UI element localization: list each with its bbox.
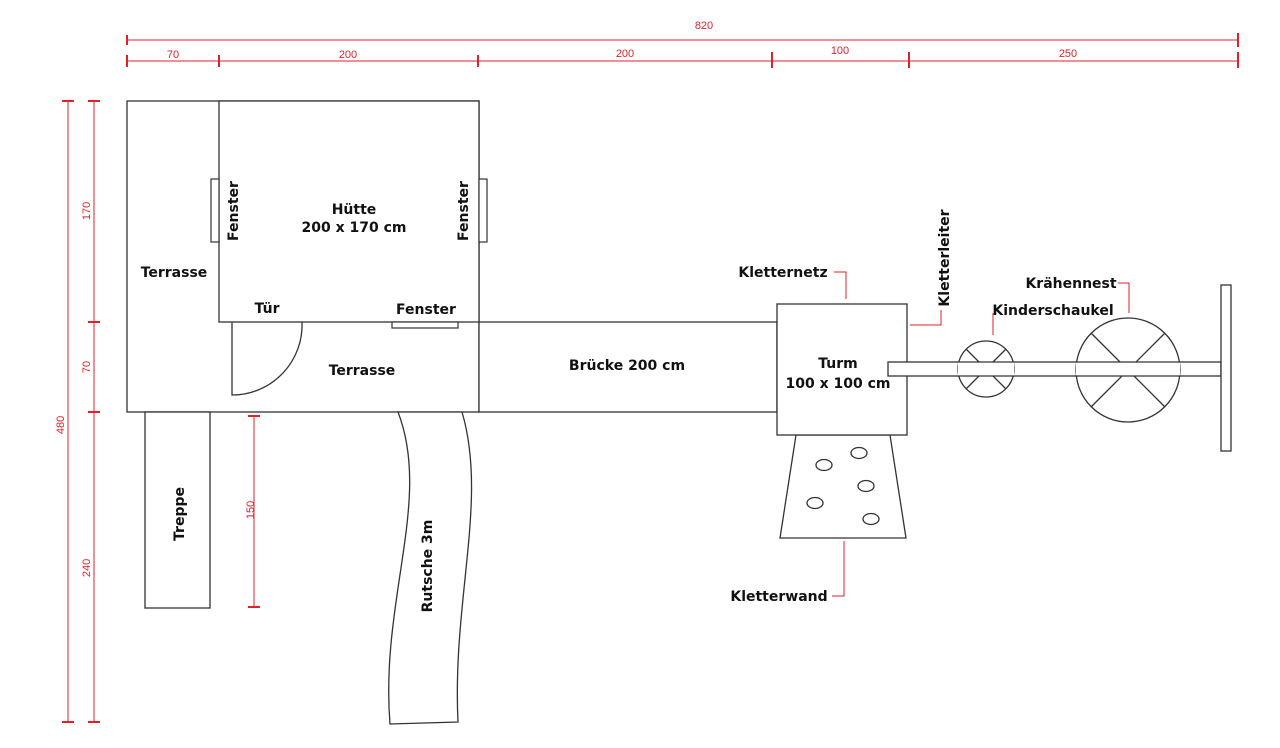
leader-climbing-net [834,271,847,299]
climbing-hold [862,512,880,526]
dim-height-2: 70 [81,361,93,373]
slide-label: Rutsche 3m [420,520,436,613]
bridge-label: Brücke 200 cm [569,358,685,374]
climbing-hold [857,479,875,493]
leader-climbing-wall [832,541,845,597]
child-swing [957,340,1015,398]
climbing-hold [850,446,868,460]
dim-height-1: 170 [81,202,93,220]
door-swing [231,321,303,396]
window-bottom [391,321,459,329]
stairs-label: Treppe [172,487,188,541]
climbing-net-label: Kletternetz [738,265,827,281]
dim-segment-2: 200 [339,49,357,61]
tower-title: Turm [818,356,857,372]
dim-height-3: 240 [81,559,93,577]
terrace-bottom-label: Terrasse [329,363,396,379]
child-swing-label: Kinderschaukel [992,303,1113,319]
window-bottom-label: Fenster [396,302,456,318]
bridge [478,321,778,413]
leader-climbing-ladder [910,310,942,326]
slide [388,411,473,725]
leader-crows-nest [1118,282,1130,313]
dim-segment-4: 100 [831,45,849,57]
crows-nest-label: Krähennest [1025,276,1116,292]
dim-total-width: 820 [695,20,713,32]
window-right-label: Fenster [456,181,472,241]
dim-stair-length: 150 [245,501,257,519]
climbing-wall-label: Kletterwand [730,589,827,605]
window-left [210,178,220,243]
swing-post [1220,284,1232,452]
top-dimensions: 820 70 200 200 100 250 [126,20,1239,68]
left-dimensions: 480 170 70 240 150 [55,100,260,723]
cabin-title: Hütte [332,202,377,218]
tower-size: 100 x 100 cm [786,376,891,392]
crows-nest-swing [1075,317,1181,423]
terrace-left-label: Terrasse [141,265,208,281]
cabin-size: 200 x 170 cm [302,220,407,236]
dim-segment-1: 70 [167,49,179,61]
dim-total-height: 480 [55,416,67,434]
climbing-ladder-label: Kletterleiter [937,209,953,306]
climbing-hold [815,458,833,472]
window-right [478,178,488,243]
dim-segment-5: 250 [1059,48,1077,60]
window-left-label: Fenster [226,181,242,241]
climbing-wall [779,434,907,539]
dim-segment-3: 200 [616,48,634,60]
cabin-outline [218,100,480,323]
stairs [144,411,211,609]
climbing-hold [806,496,824,510]
door-label: Tür [254,301,279,317]
